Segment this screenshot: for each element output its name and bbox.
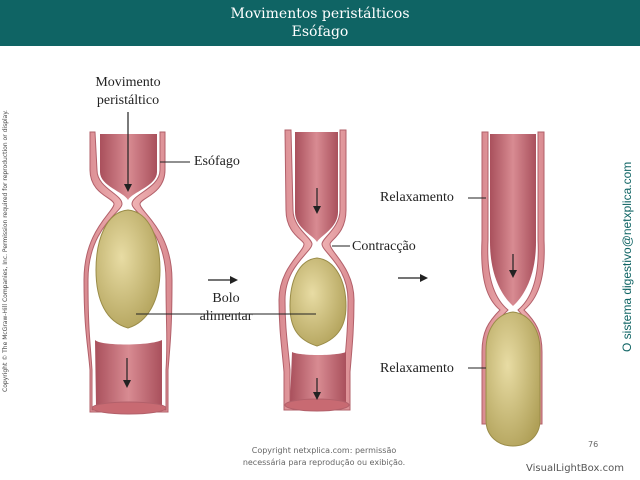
label-movimento-2: peristáltico	[96, 93, 160, 108]
arrow-1-top-head	[124, 184, 132, 192]
bolus-1	[95, 209, 161, 329]
arrow-1-bottom-head	[123, 380, 131, 388]
label-esofago: Esófago	[194, 154, 240, 169]
watermark: VisualLightBox.com	[526, 463, 624, 474]
label-contraccao: Contracção	[352, 239, 416, 254]
peristalsis-diagram	[83, 112, 545, 447]
tube-3-lumen-top	[490, 134, 536, 306]
tube-2-lumen-top	[295, 132, 338, 242]
tube-1-bottom-opening	[91, 401, 167, 415]
tube-1-lumen-bottom	[95, 340, 162, 406]
bolus-3	[485, 311, 541, 447]
footer-line-2: necessária para reprodução ou exibição.	[242, 458, 406, 467]
slide-header: Movimentos peristálticos Esófago	[0, 0, 640, 46]
tube-1-wall	[83, 131, 173, 413]
page-number: 76	[588, 440, 599, 449]
slide-title: Movimentos peristálticos	[230, 6, 410, 22]
label-bolo-2: alimentar	[199, 309, 253, 324]
esophagus-stage-1	[83, 112, 190, 415]
label-relaxamento-bottom: Relaxamento	[380, 361, 454, 376]
arrow-2-bottom-head	[313, 392, 321, 400]
slide-subtitle: Esófago	[291, 24, 349, 40]
bolus-2	[289, 257, 347, 347]
stage-arrow-2	[398, 274, 428, 282]
label-relaxamento-top: Relaxamento	[380, 190, 454, 205]
esophagus-stage-3	[468, 131, 545, 447]
label-movimento-1: Movimento	[95, 75, 161, 90]
arrow-3-head	[509, 270, 517, 278]
arrow-2-top-head	[313, 206, 321, 214]
tube-2-lumen-bottom	[290, 352, 346, 404]
side-copyright: Copyright © The McGraw-Hill Companies, I…	[2, 110, 9, 392]
footer-copyright: Copyright netxplica.com: permissão neces…	[224, 445, 424, 469]
label-bolo-1: Bolo	[212, 291, 240, 306]
tube-2-bottom-opening	[284, 398, 350, 412]
tube-2-wall	[278, 129, 355, 411]
esophagus-stage-2	[278, 129, 355, 412]
footer-line-1: Copyright netxplica.com: permissão	[251, 446, 397, 455]
stage-arrow-1	[208, 276, 238, 284]
side-site-label: O sistema digestivo@netxplica.com	[620, 161, 634, 352]
